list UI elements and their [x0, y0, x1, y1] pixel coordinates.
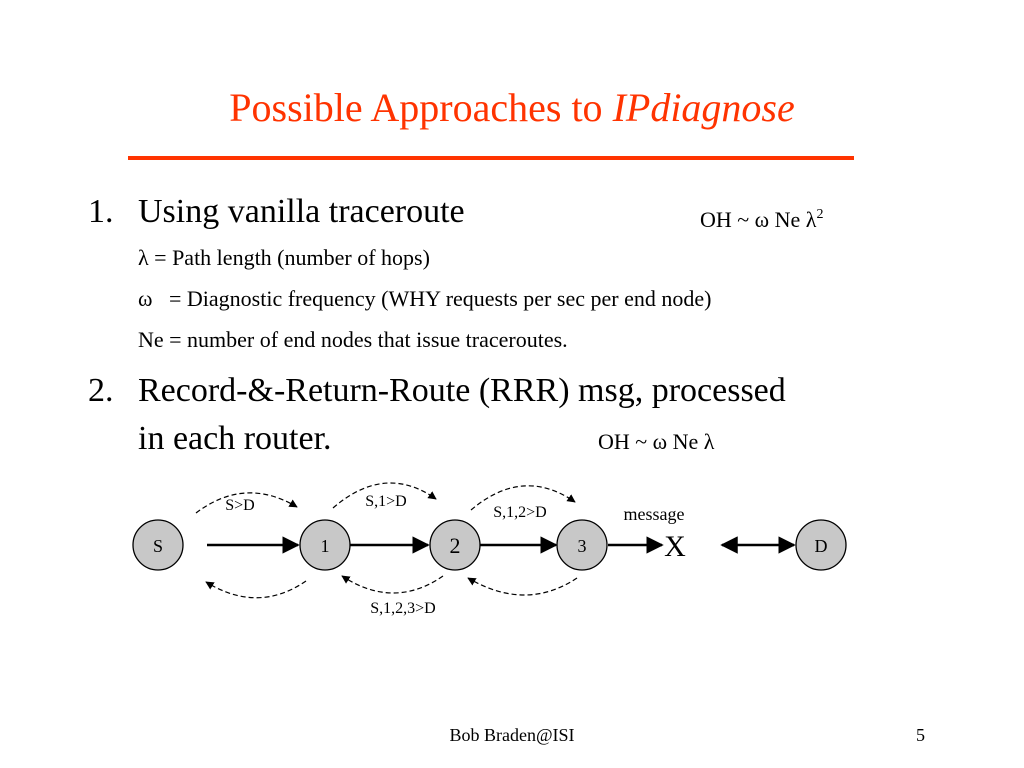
footer-author: Bob Braden@ISI	[449, 725, 575, 745]
return-label: S,1,2,3>D	[370, 600, 435, 617]
item-2-line-2: in each router.	[138, 420, 332, 457]
return-hop-arrow-2	[341, 575, 444, 594]
item-1-formula-exponent: 2	[816, 207, 824, 222]
node-circle-1	[299, 519, 351, 571]
forward-label-2: S,1>D	[365, 493, 406, 510]
node-circle-3	[556, 519, 608, 571]
sub-item-ne: Ne = number of end nodes that issue trac…	[138, 327, 568, 352]
sub-item-omega: ω = Diagnostic frequency (WHY requests p…	[138, 286, 712, 311]
title-italic: IPdiagnose	[612, 85, 795, 130]
node-label-3: 3	[578, 536, 587, 556]
node-label-d: D	[815, 536, 828, 556]
item-1-formula: OH ~ ω Ne λ2	[700, 201, 823, 234]
return-hop-arrow-3	[467, 577, 578, 596]
forward-hop-arrow-2	[332, 482, 437, 509]
item-1-number: 1.	[88, 193, 114, 230]
forward-label-3: S,1,2>D	[493, 504, 546, 521]
node-label-2: 2	[450, 533, 461, 558]
sub-item-lambda: λ = Path length (number of hops)	[138, 245, 430, 270]
failure-mark: X	[664, 530, 686, 563]
node-circle-2	[429, 519, 481, 571]
item-1-formula-text: OH ~ ω Ne λ	[700, 207, 817, 232]
forward-hop-arrow-3	[470, 485, 576, 511]
forward-hop-arrow-1	[195, 492, 298, 514]
item-2-line-1: Record-&-Return-Route (RRR) msg, process…	[138, 372, 786, 409]
item-2-formula: OH ~ ω Ne λ	[598, 429, 715, 454]
node-circle-s	[132, 519, 184, 571]
node-label-1: 1	[321, 536, 330, 556]
item-1-text: Using vanilla traceroute	[138, 193, 465, 230]
item-2-number: 2.	[88, 372, 114, 409]
title-prefix: Possible Approaches to	[229, 85, 613, 130]
forward-label-1: S>D	[225, 497, 254, 514]
rrr-diagram: S 1 2 3 D S>D S,1>D S,1,2>D S,1,2,3>D me…	[132, 482, 847, 617]
slide-title: Possible Approaches to IPdiagnose	[0, 82, 1024, 134]
node-circle-d	[795, 519, 847, 571]
message-label: message	[624, 504, 685, 524]
title-underline	[128, 156, 854, 160]
return-hop-arrow-1	[205, 580, 307, 599]
page-number: 5	[916, 725, 925, 745]
node-label-s: S	[153, 536, 163, 556]
